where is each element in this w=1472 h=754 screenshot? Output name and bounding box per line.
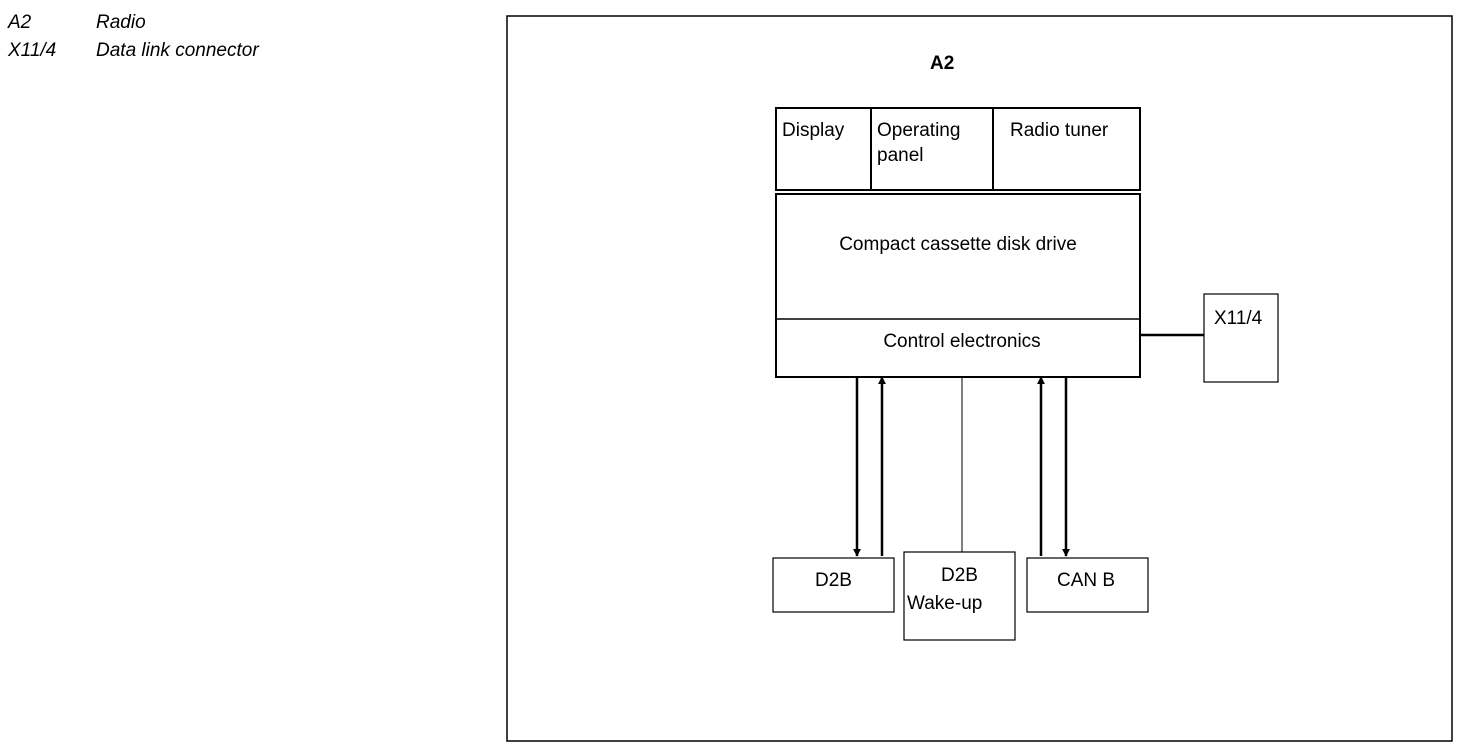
d2b-label: D2B: [815, 570, 852, 591]
module-frame: [506, 15, 1453, 742]
connector-label: X11/4: [1214, 308, 1263, 329]
operating-panel-label-line1: Operating: [877, 120, 961, 141]
radio-tuner-label: Radio tuner: [1010, 120, 1109, 141]
d2b-wakeup-box: [903, 551, 1016, 641]
connector-box: [1203, 293, 1279, 383]
legend-code-x11-4: X11/4: [8, 40, 57, 61]
legend-desc-x11-4: Data link connector: [96, 40, 259, 61]
radio-tuner-box: [992, 107, 1141, 191]
control-electronics-label: Control electronics: [883, 331, 1041, 352]
d2b-wakeup-label-line1: D2B: [941, 565, 978, 586]
legend-code-a2: A2: [8, 12, 32, 33]
can-b-label: CAN B: [1057, 570, 1116, 591]
display-label: Display: [782, 120, 845, 141]
module-title: A2: [930, 53, 955, 74]
d2b-wakeup-label-line2: Wake-up: [907, 593, 983, 614]
d2b-box: [772, 557, 895, 613]
legend-desc-a2: Radio: [96, 12, 146, 33]
operating-panel-label-line2: panel: [877, 145, 924, 166]
cassette-drive-label: Compact cassette disk drive: [839, 234, 1077, 255]
cassette-drive-box: [775, 193, 1141, 378]
can-b-box: [1026, 557, 1149, 613]
